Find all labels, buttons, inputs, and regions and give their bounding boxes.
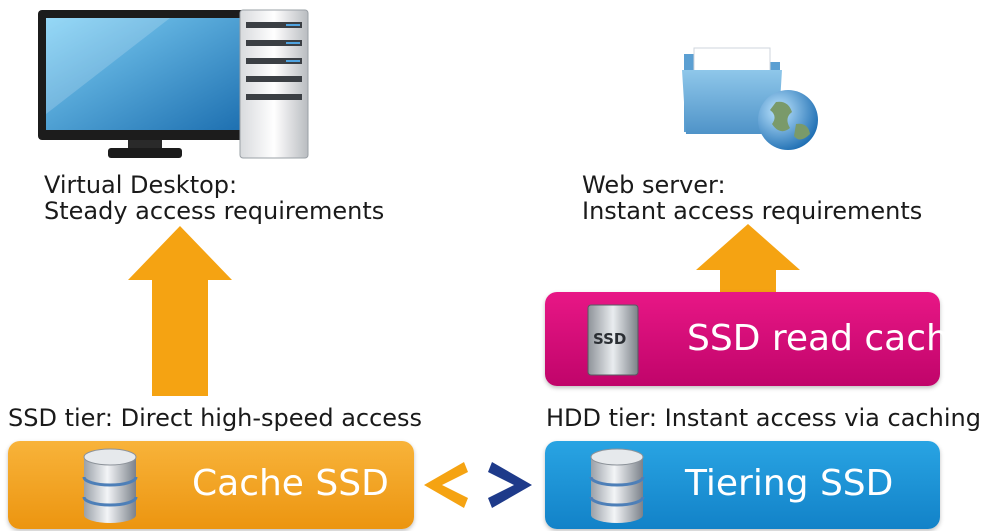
web-server-caption: Web server: Instant access requirements bbox=[582, 172, 922, 224]
web-server-requirement: Instant access requirements bbox=[582, 197, 923, 225]
virtual-desktop-caption: Virtual Desktop: Steady access requireme… bbox=[44, 172, 384, 224]
ssd-tier-caption: SSD tier: Direct high-speed access bbox=[8, 404, 423, 432]
desktop-computer-icon bbox=[38, 9, 309, 159]
ssd-read-cache-box: SSD SSD read cache bbox=[545, 292, 971, 386]
tiering-ssd-label: Tiering SSD bbox=[685, 463, 894, 504]
cache-ssd-box: Cache SSD bbox=[8, 441, 414, 529]
database-icon bbox=[82, 448, 138, 523]
chevron-right-icon bbox=[488, 462, 532, 508]
cache-ssd-label: Cache SSD bbox=[192, 463, 389, 504]
ssd-drive-icon bbox=[587, 304, 639, 376]
up-arrow-icon bbox=[696, 224, 800, 292]
database-icon bbox=[589, 448, 645, 523]
hdd-tier-caption: HDD tier: Instant access via caching bbox=[546, 404, 981, 432]
globe-folder-icon bbox=[682, 47, 818, 150]
up-arrow-icon bbox=[128, 226, 232, 396]
chevron-left-icon bbox=[424, 462, 468, 508]
web-server-title: Web server: bbox=[582, 171, 726, 199]
virtual-desktop-requirement: Steady access requirements bbox=[44, 197, 385, 225]
ssd-badge-label: SSD bbox=[593, 330, 627, 348]
tiering-ssd-box: Tiering SSD bbox=[545, 441, 940, 529]
virtual-desktop-title: Virtual Desktop: bbox=[44, 171, 238, 199]
ssd-read-cache-label: SSD read cache bbox=[687, 318, 971, 359]
